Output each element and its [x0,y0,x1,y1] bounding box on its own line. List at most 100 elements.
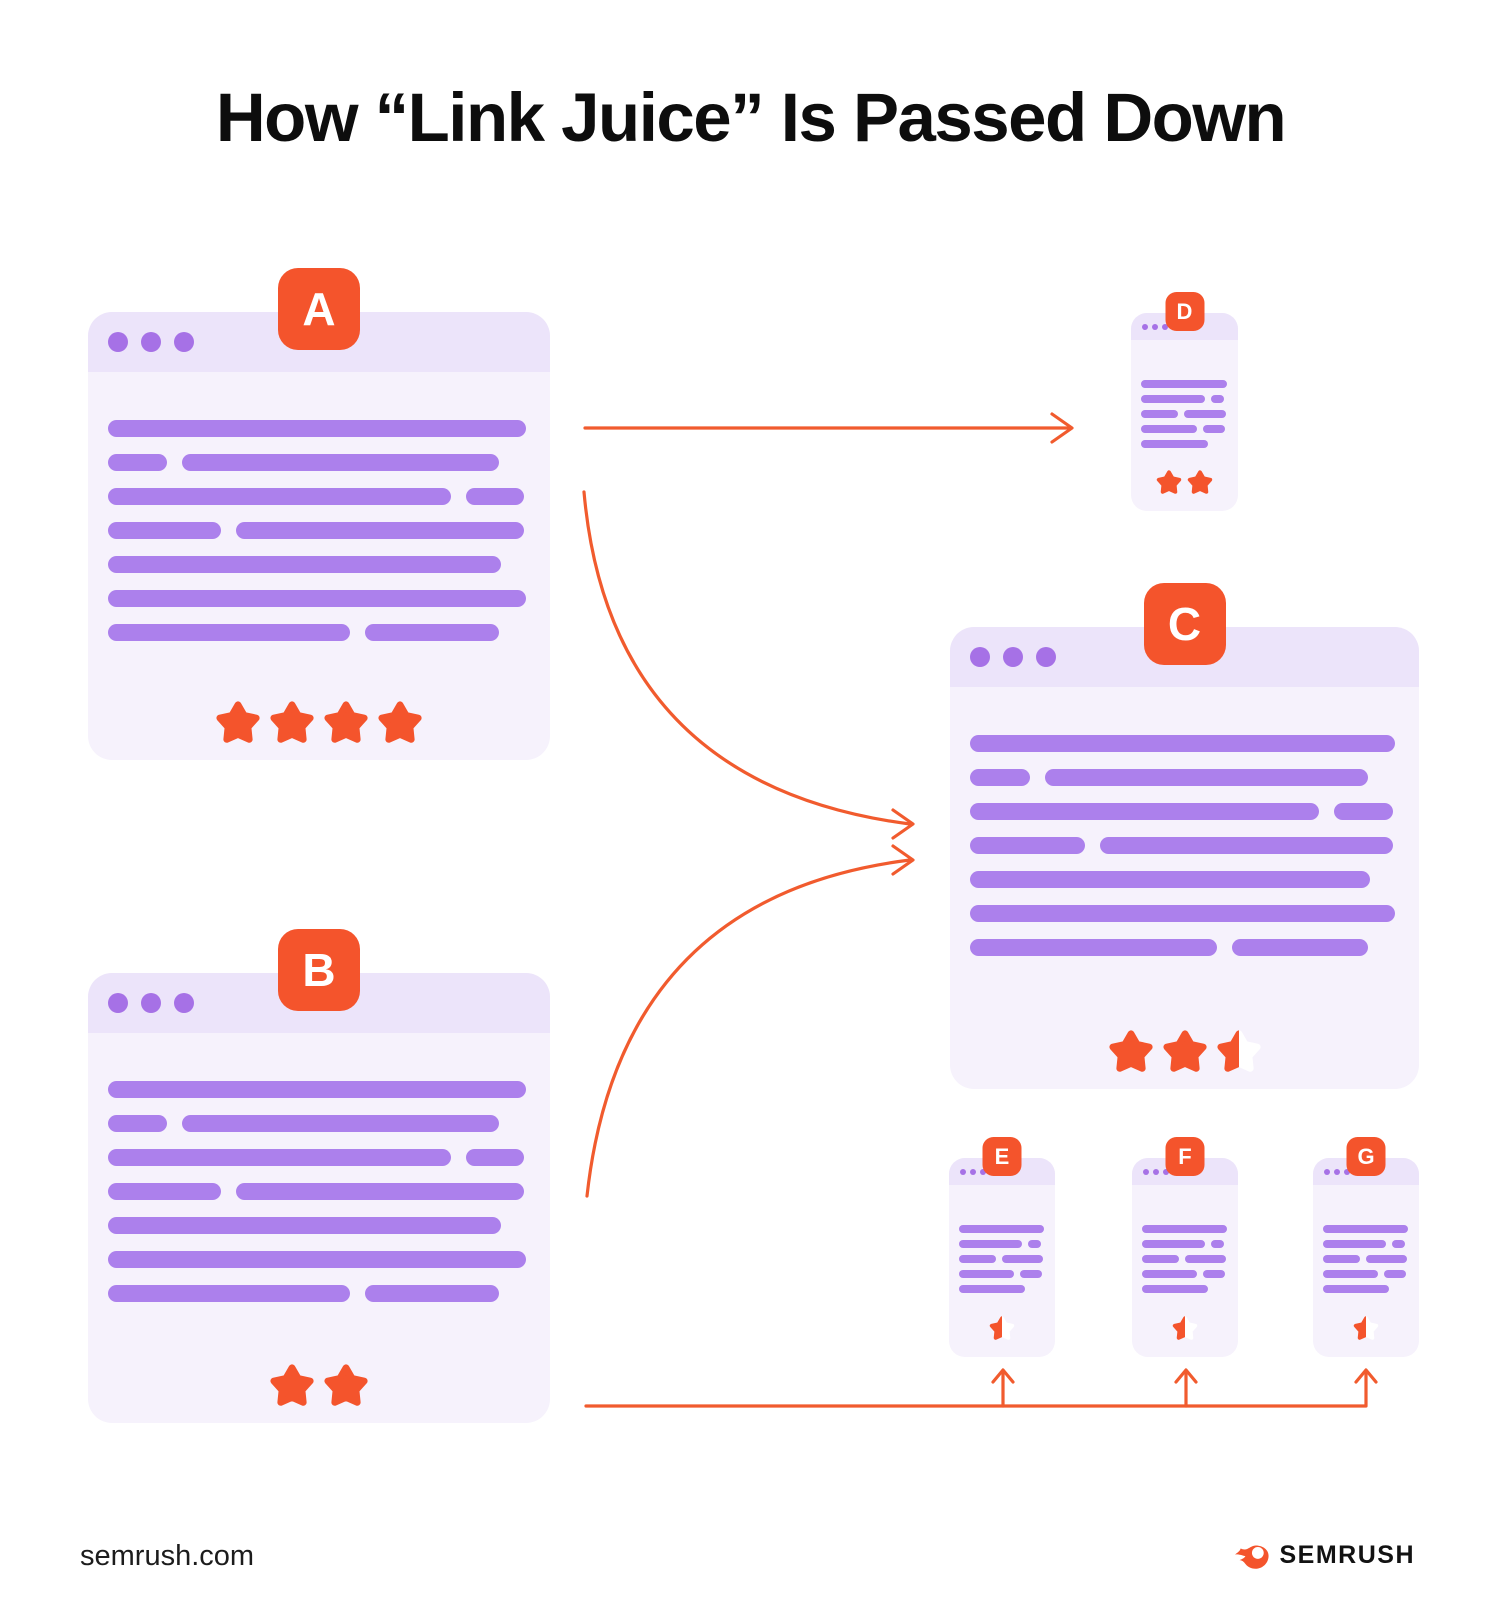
page-window-b: B [88,929,550,1423]
rating-stars [1131,469,1238,495]
text-line-row [1323,1240,1408,1248]
page-label-badge-g: G [1346,1137,1386,1176]
star-icon [216,701,260,743]
text-line-row [970,803,1395,820]
text-line-row [108,556,526,573]
text-line [108,488,451,505]
text-line [1231,939,1368,956]
text-line [235,522,525,539]
half-star-icon [1216,1030,1261,1072]
window-dot [1162,323,1168,330]
text-placeholder-block [1323,1225,1408,1300]
star-icon [324,1364,368,1406]
rating-stars [88,699,550,745]
window-dot [970,1168,976,1175]
page-label-badge-c: C [1143,583,1226,665]
text-line [970,905,1395,922]
page-label-badge-a: A [278,268,360,350]
text-line-row [1323,1270,1408,1278]
star-icon [378,701,422,743]
text-line [365,624,500,641]
star-icon [270,701,314,743]
text-line-row [108,1285,526,1302]
text-placeholder-block [970,735,1395,973]
page-window-a: A [88,268,550,760]
window-dot [1003,647,1023,667]
brand-logo: SEMRUSH [1232,1541,1415,1570]
page-window-g: G [1313,1137,1419,1357]
text-line [1210,1240,1225,1248]
text-line [970,871,1370,888]
text-line [1203,1270,1226,1278]
text-line [1141,440,1209,448]
text-line-row [1141,380,1227,388]
text-line [1142,1255,1179,1263]
arrow-a-to-d-head [1050,412,1074,444]
text-line [959,1240,1022,1248]
text-line [959,1225,1044,1233]
window-dot [1153,1168,1159,1175]
text-line [108,1251,526,1268]
window-dot [141,993,161,1013]
arrow-head-f [1174,1368,1198,1384]
window-dot [108,332,128,352]
text-line [1184,1255,1227,1263]
text-line [1323,1225,1408,1233]
star-icon [1156,470,1182,494]
text-line [970,803,1319,820]
text-line [108,1285,351,1302]
page-label-badge-e: E [982,1137,1022,1176]
window-dot [970,647,990,667]
page-title: How “Link Juice” Is Passed Down [215,79,1287,156]
arrow-a-to-c-curve [582,490,912,826]
rating-stars [1132,1315,1238,1341]
text-line [1099,837,1393,854]
text-line-row [108,522,526,539]
text-line [1142,1225,1227,1233]
arrow-b-to-efg-trunk [584,1369,1368,1408]
text-line [1384,1270,1407,1278]
text-line-row [959,1255,1044,1263]
text-line-row [959,1270,1044,1278]
page-window-c: C [950,583,1419,1089]
text-line [465,488,525,505]
text-line [970,769,1030,786]
text-line [1210,395,1225,403]
arrow-b-to-c-head [891,844,915,876]
text-line [1141,410,1178,418]
star-icon [1187,470,1213,494]
text-line [1365,1255,1408,1263]
text-line-row [1142,1225,1227,1233]
text-line [181,454,500,471]
text-line-row [108,1081,526,1098]
text-line [108,1081,526,1098]
text-line-row [108,420,526,437]
window-dot [141,332,161,352]
window-dot [1036,647,1056,667]
text-line-row [970,735,1395,752]
text-line [1323,1285,1390,1293]
text-line-row [108,590,526,607]
text-placeholder-block [959,1225,1044,1300]
text-line-row [959,1225,1044,1233]
text-line [1391,1240,1406,1248]
text-line-row [970,905,1395,922]
text-line [1142,1270,1198,1278]
text-line [108,1183,221,1200]
text-line [108,1115,167,1132]
text-line-row [1323,1225,1408,1233]
text-line [1333,803,1393,820]
window-dot [1324,1168,1330,1175]
text-line-row [970,837,1395,854]
star-icon [1108,1030,1153,1072]
text-line [108,454,167,471]
text-line [108,590,526,607]
text-line [1141,395,1205,403]
window-dot [1163,1168,1169,1175]
window-dot [174,993,194,1013]
arrow-head-e [991,1368,1015,1384]
star-icon [1162,1030,1207,1072]
text-line-row [1141,440,1227,448]
